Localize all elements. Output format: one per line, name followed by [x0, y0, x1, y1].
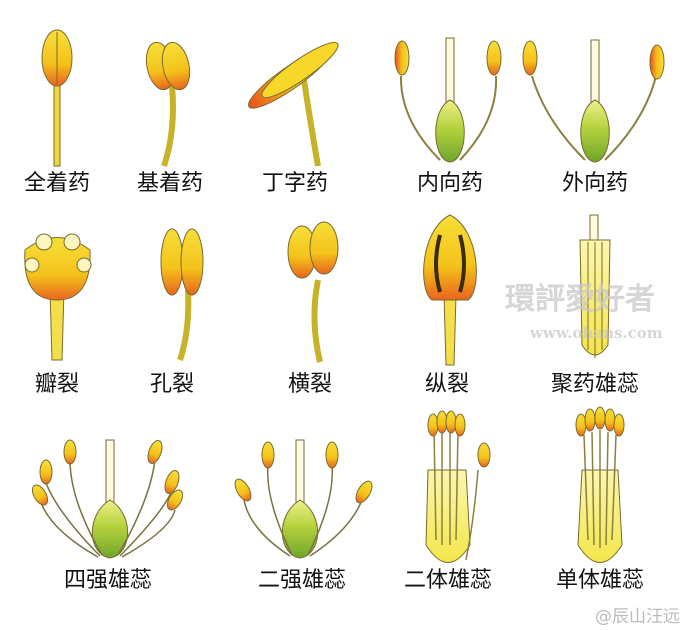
introrse-anther [394, 37, 502, 163]
diadelphous-stamen [425, 410, 491, 563]
tetradynamous-stamen [31, 439, 184, 559]
extrorse-anther [522, 39, 665, 163]
watermark-name: 環評愛好者 [505, 282, 655, 317]
label-valvular: 瓣裂 [34, 372, 80, 397]
watermark-url: www.ohans.com [530, 324, 663, 342]
label-didynamous: 二强雄蕊 [257, 568, 347, 593]
didynamous-stamen [234, 439, 373, 559]
label-monadelphous: 单体雄蕊 [555, 568, 645, 593]
monadelphous-stamen [575, 406, 625, 563]
label-extrorse: 外向药 [561, 171, 629, 196]
label-basifixed: 基着药 [136, 171, 204, 196]
longitudinal-dehiscence [423, 214, 477, 366]
basifixed-anther [145, 41, 191, 167]
syngenesious-stamen [579, 214, 611, 358]
label-tetradynamous: 四强雄蕊 [63, 568, 153, 593]
label-transverse: 横裂 [287, 372, 333, 397]
author-credit: @辰山汪远 [595, 607, 680, 627]
label-syngenesious: 聚药雄蕊 [550, 372, 640, 397]
label-poricidal: 孔裂 [149, 372, 195, 397]
label-full-anther: 全着药 [23, 171, 91, 196]
transverse-dehiscence [287, 221, 339, 363]
label-versatile: 丁字药 [261, 171, 329, 196]
label-introrse: 内向药 [416, 171, 484, 196]
label-longitudinal: 纵裂 [424, 372, 470, 397]
label-diadelphous: 二体雄蕊 [403, 568, 493, 593]
versatile-anther [248, 41, 339, 167]
basifixed-full-anther [41, 29, 73, 167]
valvular-dehiscence [24, 233, 92, 361]
poricidal-dehiscence [160, 228, 204, 361]
